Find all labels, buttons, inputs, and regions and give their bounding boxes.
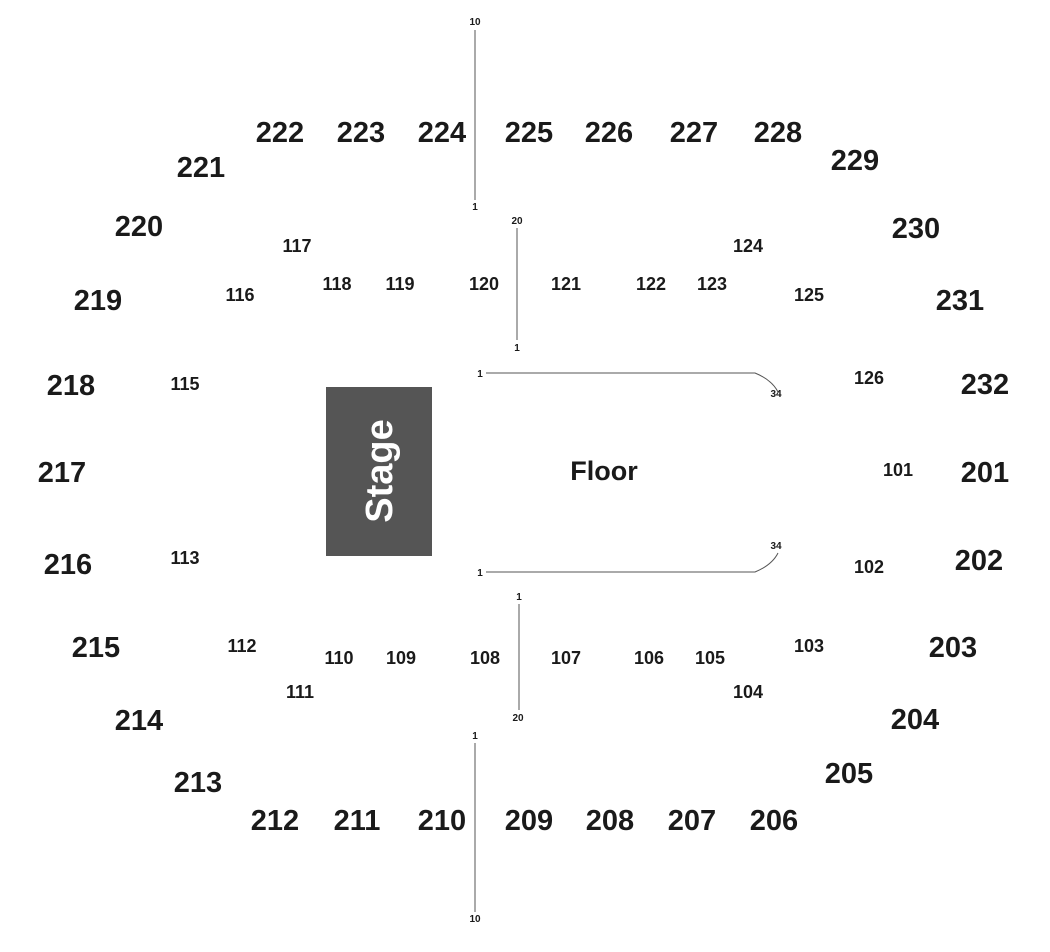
aisle-marker: 20 <box>512 713 524 724</box>
floor-top-boundary <box>486 372 779 393</box>
section-112[interactable]: 112 <box>227 636 256 656</box>
section-213[interactable]: 213 <box>174 767 222 799</box>
aisle-marker: 34 <box>770 541 782 552</box>
upper-sections: 222 223 224 225 226 227 228 229 221 220 230 219 231 2… <box>38 117 1009 837</box>
section-121[interactable]: 121 <box>551 274 581 294</box>
section-124[interactable]: 124 <box>733 236 763 256</box>
section-211[interactable]: 211 <box>334 805 381 837</box>
section-231[interactable]: 231 <box>936 285 984 317</box>
section-120[interactable]: 120 <box>469 274 499 294</box>
section-226[interactable]: 226 <box>585 117 633 149</box>
aisle-marker: 20 <box>511 216 523 227</box>
section-212[interactable]: 212 <box>251 805 299 837</box>
section-215[interactable]: 215 <box>72 632 120 664</box>
aisle-marker: 1 <box>516 592 522 603</box>
section-119[interactable]: 119 <box>385 274 414 294</box>
section-217[interactable]: 217 <box>38 457 86 489</box>
section-122[interactable]: 122 <box>636 274 666 294</box>
section-209[interactable]: 209 <box>505 805 553 837</box>
section-206[interactable]: 206 <box>750 805 798 837</box>
section-202[interactable]: 202 <box>955 545 1003 577</box>
section-207[interactable]: 207 <box>668 805 716 837</box>
section-218[interactable]: 218 <box>47 370 95 402</box>
section-214[interactable]: 214 <box>115 705 163 737</box>
section-123[interactable]: 123 <box>697 274 727 294</box>
section-110[interactable]: 110 <box>324 648 353 668</box>
aisle-marker: 1 <box>472 202 478 213</box>
section-116[interactable]: 116 <box>225 285 254 305</box>
floor-bottom-boundary <box>486 552 779 573</box>
section-204[interactable]: 204 <box>891 704 939 736</box>
aisle-marker: 1 <box>514 343 520 354</box>
stage[interactable] <box>326 387 432 556</box>
lower-sections: 117 124 116 118 119 120 121 122 123 125 115 126 101 1… <box>170 236 913 702</box>
section-228[interactable]: 228 <box>754 117 802 149</box>
aisle-marker: 10 <box>469 914 481 925</box>
section-101[interactable]: 101 <box>883 460 913 480</box>
section-232[interactable]: 232 <box>961 369 1009 401</box>
section-220[interactable]: 220 <box>115 211 163 243</box>
section-230[interactable]: 230 <box>892 213 940 245</box>
aisle-marker: 1 <box>477 568 483 579</box>
section-104[interactable]: 104 <box>733 682 763 702</box>
aisle-marker: 10 <box>469 17 481 28</box>
floor-label[interactable]: Floor <box>570 456 638 486</box>
section-105[interactable]: 105 <box>695 648 725 668</box>
section-103[interactable]: 103 <box>794 636 824 656</box>
section-113[interactable]: 113 <box>170 548 199 568</box>
section-203[interactable]: 203 <box>929 632 977 664</box>
section-223[interactable]: 223 <box>337 117 385 149</box>
section-106[interactable]: 106 <box>634 648 664 668</box>
section-225[interactable]: 225 <box>505 117 553 149</box>
section-205[interactable]: 205 <box>825 758 873 790</box>
section-210[interactable]: 210 <box>418 805 466 837</box>
section-111[interactable]: 111 <box>286 682 314 702</box>
section-208[interactable]: 208 <box>586 805 634 837</box>
section-108[interactable]: 108 <box>470 648 500 668</box>
section-102[interactable]: 102 <box>854 557 884 577</box>
section-117[interactable]: 117 <box>282 236 311 256</box>
section-118[interactable]: 118 <box>322 274 351 294</box>
aisle-marker: 1 <box>477 369 483 380</box>
section-126[interactable]: 126 <box>854 368 884 388</box>
section-201[interactable]: 201 <box>961 457 1009 489</box>
section-115[interactable]: 115 <box>170 374 199 394</box>
section-216[interactable]: 216 <box>44 549 92 581</box>
section-224[interactable]: 224 <box>418 117 466 149</box>
section-229[interactable]: 229 <box>831 145 879 177</box>
aisle-marker: 1 <box>472 731 478 742</box>
section-221[interactable]: 221 <box>177 152 225 184</box>
section-107[interactable]: 107 <box>551 648 581 668</box>
section-219[interactable]: 219 <box>74 285 122 317</box>
aisle-marker: 34 <box>770 389 782 400</box>
section-109[interactable]: 109 <box>386 648 416 668</box>
section-222[interactable]: 222 <box>256 117 304 149</box>
section-227[interactable]: 227 <box>670 117 718 149</box>
section-125[interactable]: 125 <box>794 285 824 305</box>
stage-label: Stage <box>359 419 401 522</box>
